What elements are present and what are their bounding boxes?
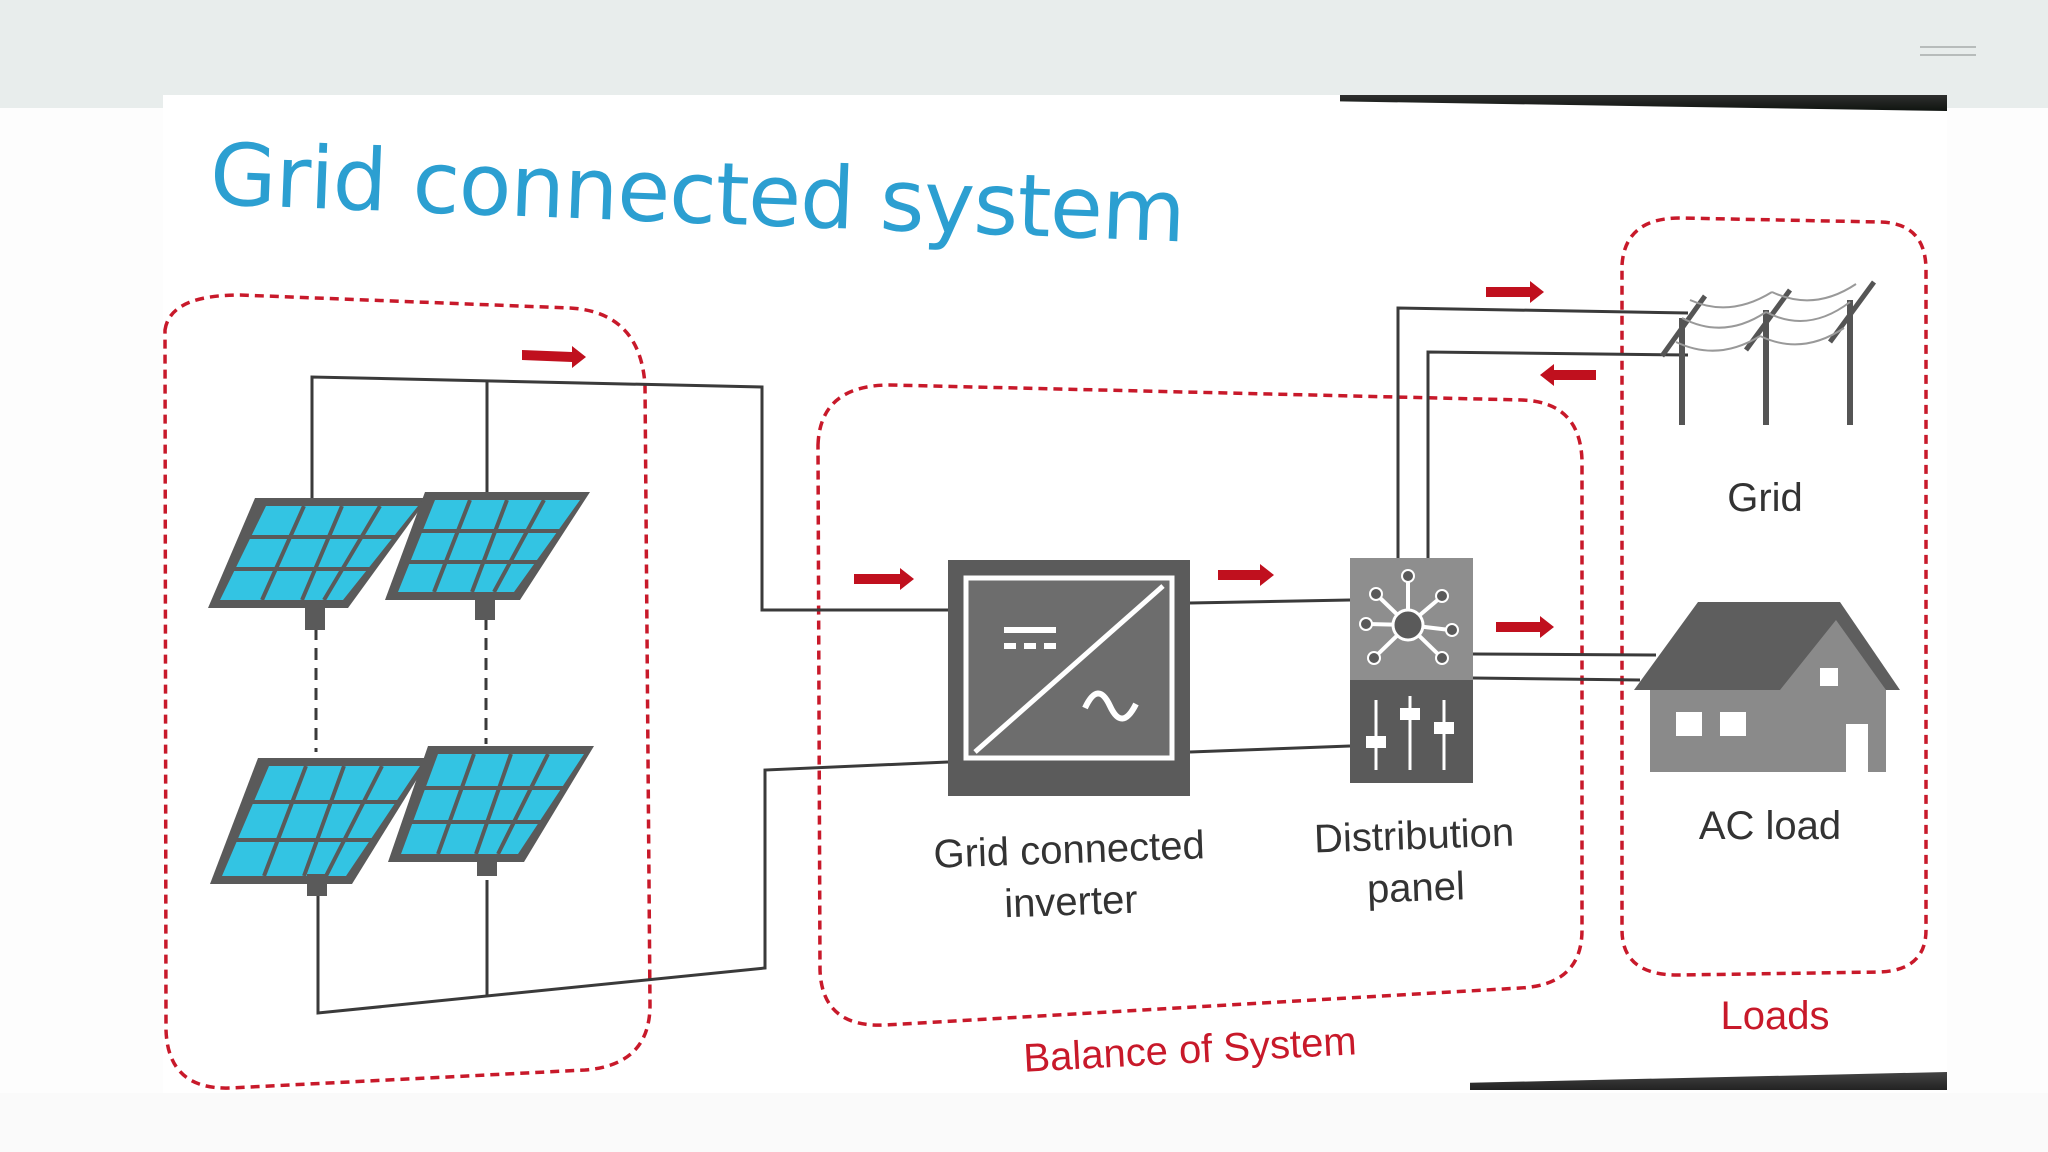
ac-load-label: AC load — [1698, 804, 1842, 848]
arrow-right-icon — [522, 281, 1554, 638]
distribution-panel-label: Distribution panel — [1288, 806, 1541, 919]
menu-icon[interactable] — [1920, 40, 1976, 70]
solar-panel-icon — [208, 498, 428, 630]
wiring — [310, 306, 1689, 1015]
arrow-left-icon — [1540, 364, 1596, 386]
power-pylon-icon — [1659, 280, 1877, 425]
inverter-label: Grid connected inverter — [898, 818, 1241, 934]
panel-label-line2: panel — [1366, 864, 1466, 912]
loads-label: Loads — [1720, 994, 1830, 1038]
distribution-panel-icon — [1350, 558, 1473, 783]
solar-panel-icon — [388, 746, 594, 876]
panel-label-line1: Distribution — [1313, 810, 1515, 862]
loads-group-border — [1620, 216, 1928, 977]
pv-array-group-border — [163, 293, 652, 1090]
inverter-icon — [948, 560, 1190, 796]
grid-label: Grid — [1727, 476, 1803, 520]
top-bar — [0, 0, 2048, 108]
balance-of-system-group-border — [816, 383, 1584, 1027]
bottom-strip — [0, 1093, 2048, 1152]
solar-panel-icon — [210, 758, 430, 896]
house-icon — [1634, 602, 1900, 772]
solar-panel-icon — [385, 492, 590, 620]
